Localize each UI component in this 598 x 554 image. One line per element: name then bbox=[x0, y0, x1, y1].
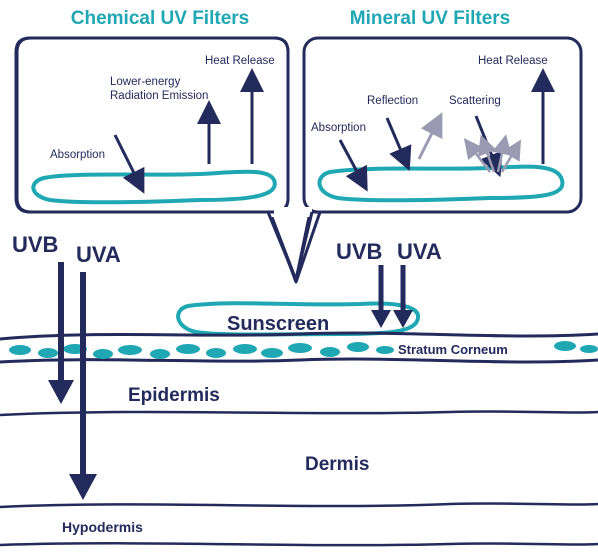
sunscreen-blob bbox=[176, 301, 420, 337]
mineral-scatter-arrow-2 bbox=[477, 134, 497, 173]
uvb-right-head bbox=[371, 310, 391, 328]
chemical-absorption-label: Absorption bbox=[50, 149, 105, 161]
hypodermis-bottom-line bbox=[0, 542, 598, 547]
dermis-label: Dermis bbox=[305, 454, 369, 475]
mineral-scatter-arrow-4 bbox=[500, 139, 522, 173]
mineral-skin-blob bbox=[317, 164, 565, 203]
uva-right-head bbox=[393, 310, 413, 328]
epidermis-bottom-line bbox=[0, 410, 598, 417]
hypodermis-label: Hypodermis bbox=[62, 519, 143, 535]
mineral-heat-release-label: Heat Release bbox=[478, 55, 548, 67]
stratum-cells bbox=[9, 341, 598, 359]
dermis-bottom-line bbox=[0, 502, 598, 509]
chemical-skin-blob bbox=[31, 169, 277, 205]
mineral-reflection-in-arrow bbox=[385, 117, 412, 172]
stratum-bottom-line bbox=[0, 357, 598, 364]
uvb-left-label: UVB bbox=[12, 232, 58, 257]
uva-right-label: UVA bbox=[397, 239, 442, 264]
uvb-right-label: UVB bbox=[336, 239, 382, 264]
mineral-scattering-label: Scattering bbox=[449, 95, 501, 107]
sunscreen-label: Sunscreen bbox=[227, 313, 329, 335]
epidermis-label: Epidermis bbox=[128, 385, 220, 406]
pointer-mask bbox=[268, 207, 312, 217]
mineral-absorption-label: Absorption bbox=[311, 122, 366, 134]
stratum-top-line bbox=[0, 331, 598, 341]
mineral-filters-title: Mineral UV Filters bbox=[350, 8, 511, 29]
callout-pointer bbox=[266, 211, 314, 282]
uva-left-label: UVA bbox=[76, 242, 121, 267]
chemical-absorption-arrow bbox=[113, 134, 145, 194]
mineral-absorption-arrow bbox=[338, 139, 368, 192]
mineral-reflection-label: Reflection bbox=[367, 95, 418, 107]
chemical-lower-energy-label-1: Lower-energy bbox=[110, 76, 181, 88]
chemical-filters-title: Chemical UV Filters bbox=[71, 8, 249, 29]
stratum-corneum-label: Stratum Corneum bbox=[398, 342, 508, 357]
chemical-heat-release-label: Heat Release bbox=[205, 55, 275, 67]
uvb-left-head bbox=[48, 380, 74, 404]
mineral-scatter-arrow-1 bbox=[463, 138, 491, 173]
chemical-lower-energy-label-2: Radiation Emission bbox=[110, 90, 208, 102]
mineral-reflection-out-arrow bbox=[417, 112, 443, 160]
uva-left-head bbox=[69, 474, 97, 500]
